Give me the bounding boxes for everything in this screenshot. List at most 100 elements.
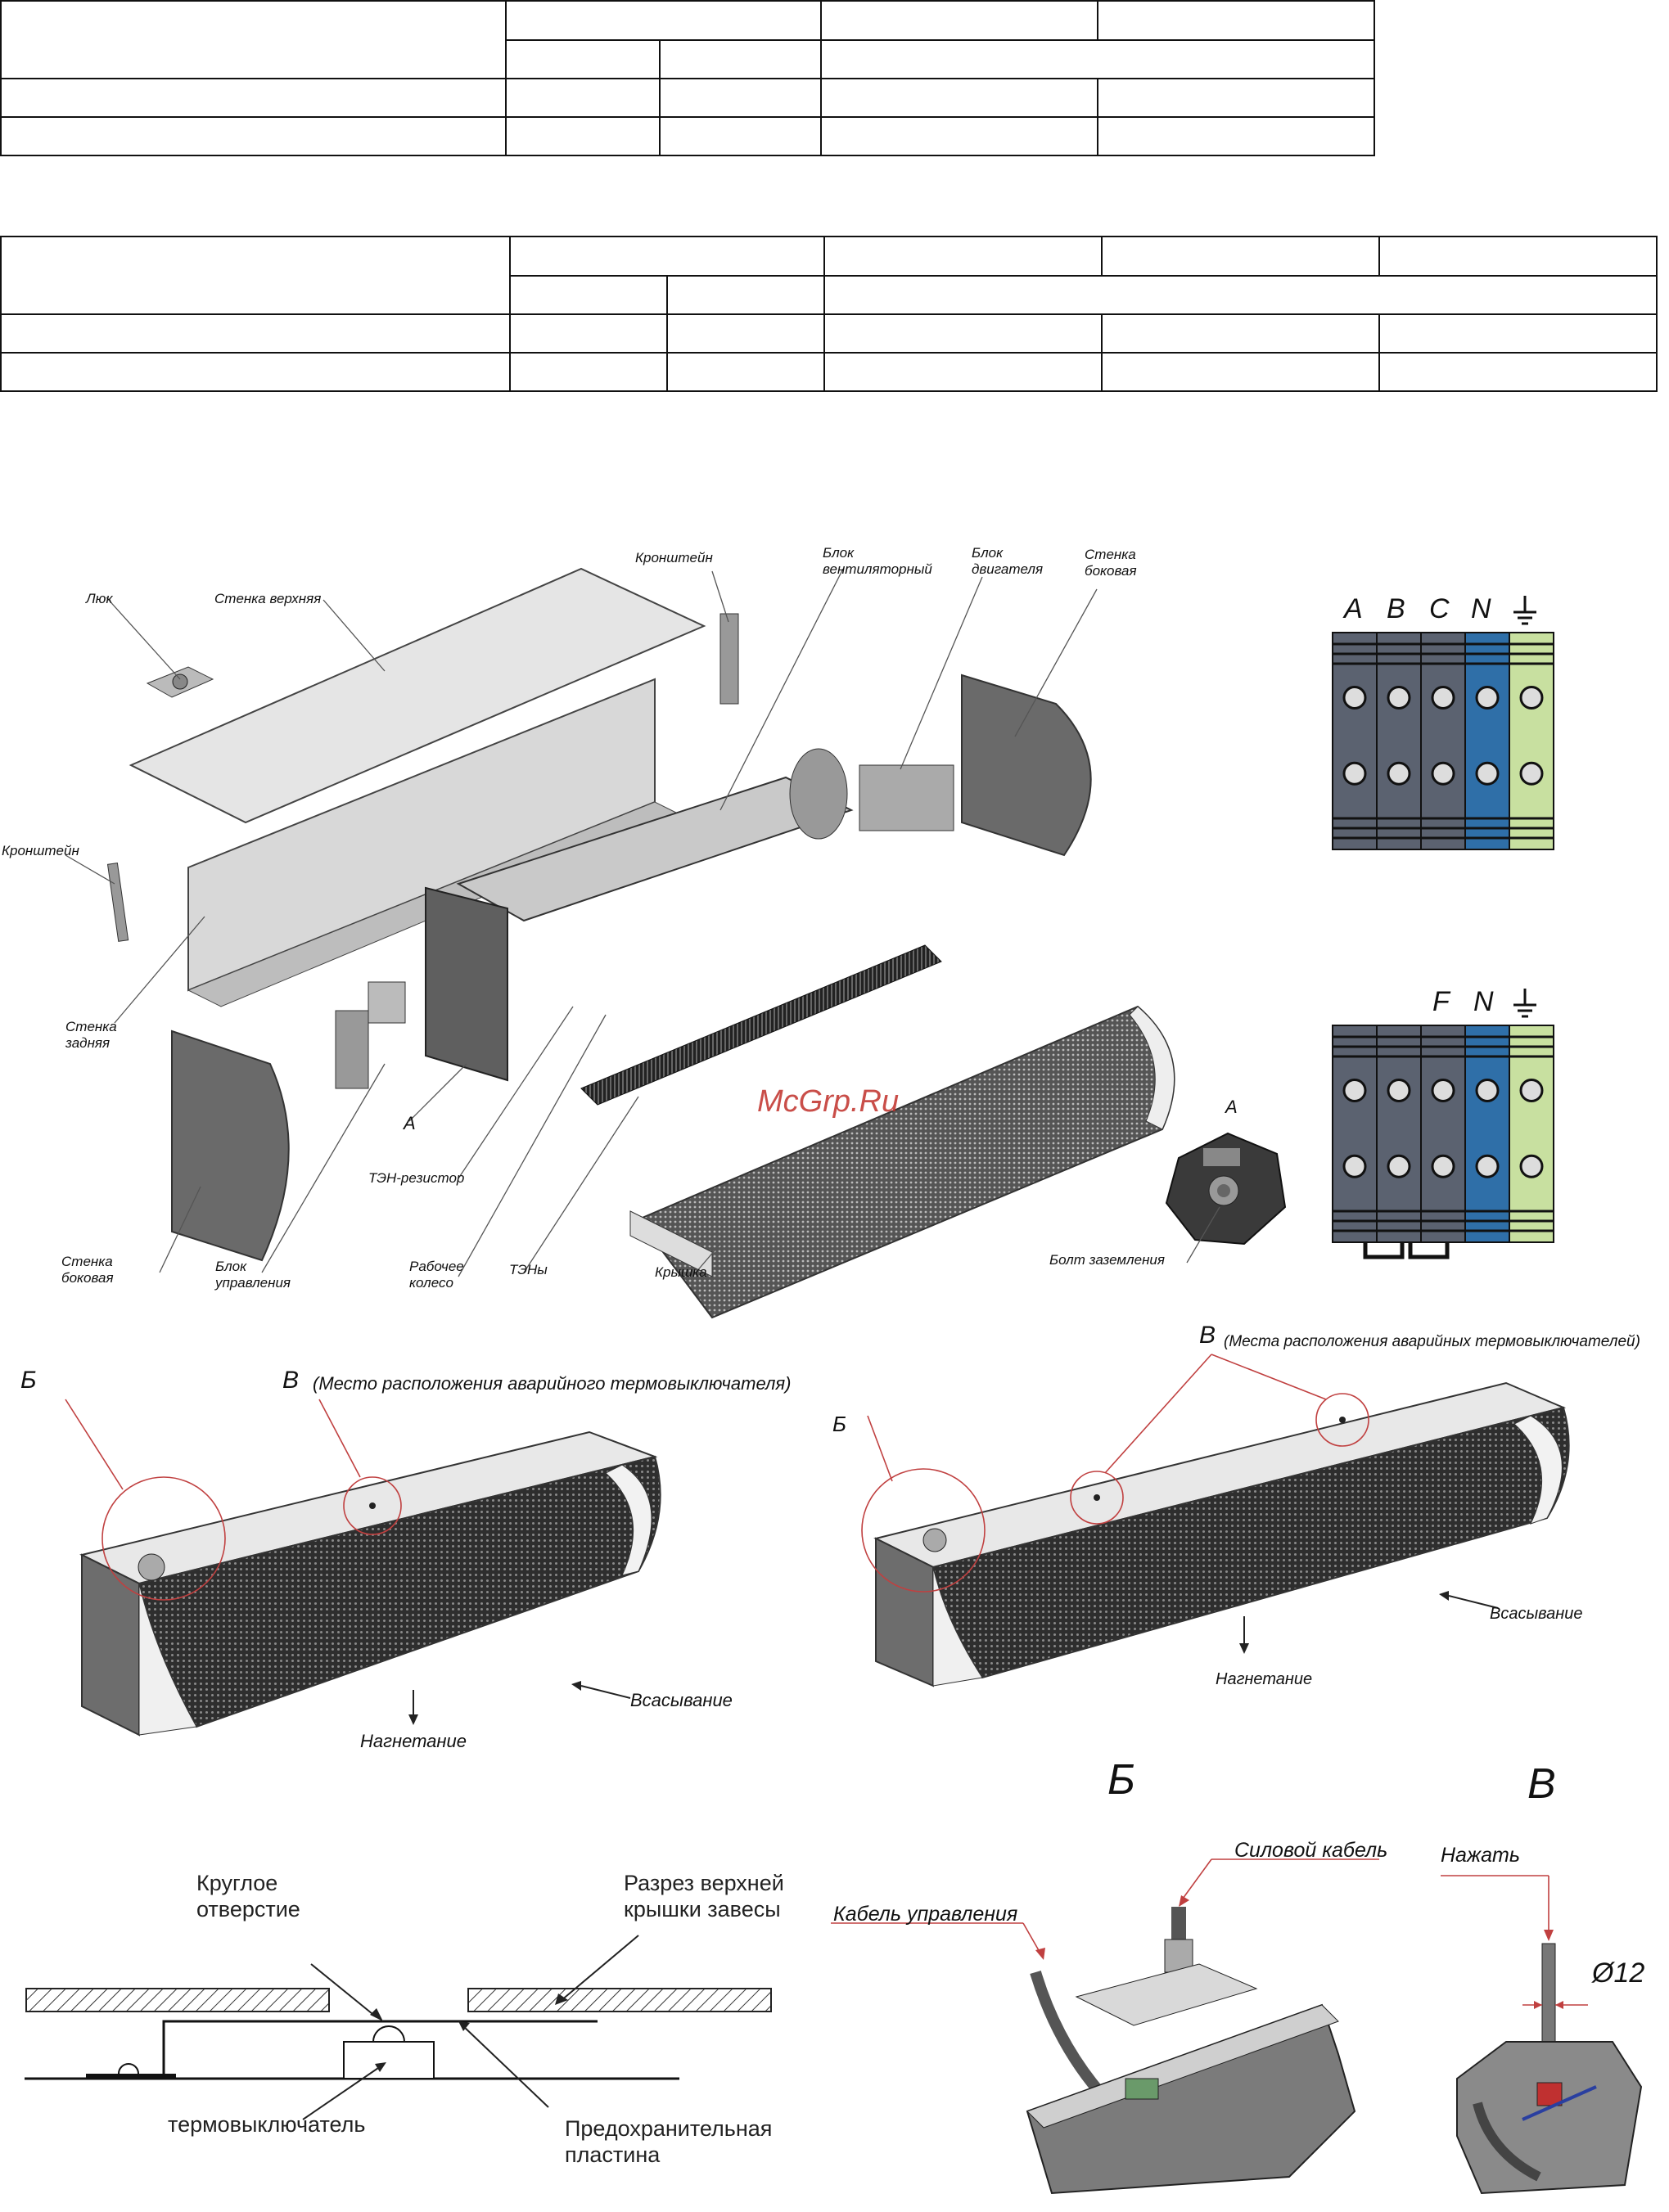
table2-cell	[666, 275, 825, 315]
curtain-right-drawing	[861, 1354, 1570, 1687]
label-ten-resistor: ТЭН-резистор	[368, 1170, 465, 1186]
label-cover: Крышка	[655, 1264, 707, 1280]
table2-cell	[509, 236, 825, 277]
terminal-screw	[1342, 761, 1367, 786]
terminal-1ph-label-f: F	[1432, 986, 1450, 1017]
terminal-1ph-label-n: N	[1473, 986, 1494, 1017]
curtain-right-intake: Всасывание	[1490, 1605, 1583, 1623]
label-wall-side-left-1: Стенка	[61, 1254, 113, 1269]
table2-cell	[823, 275, 1658, 315]
table1-cell	[658, 39, 823, 79]
terminal-column	[1464, 632, 1510, 850]
label-impeller-2: колесо	[409, 1275, 453, 1291]
terminal-screw	[1387, 1079, 1411, 1102]
detail-v-diameter: Ø12	[1592, 1957, 1645, 1989]
label-wall-side-left-2: боковая	[61, 1270, 114, 1286]
detail-v-title: В	[1527, 1760, 1556, 1808]
table1-cell	[504, 78, 661, 118]
label-tens: ТЭНы	[509, 1262, 548, 1277]
curtain-left-drawing	[65, 1399, 661, 1737]
terminal-screw	[1519, 1154, 1544, 1178]
spec-table-1	[0, 0, 1375, 156]
table2-cell	[1101, 313, 1380, 354]
label-detail-a: А	[404, 1113, 416, 1133]
table1-cell	[0, 0, 507, 79]
table1-cell	[504, 39, 661, 79]
terminal-column	[1332, 632, 1378, 850]
table2-cell	[509, 352, 668, 392]
terminal-column	[1420, 1025, 1466, 1243]
label-fan-block-1: Блок	[823, 545, 855, 561]
terminal-3ph-label-b: B	[1387, 593, 1405, 624]
section-cut-2: крышки завесы	[624, 1897, 781, 1921]
terminal-screw	[1342, 686, 1367, 710]
label-wall-side-right-2: боковая	[1085, 563, 1137, 579]
label-bracket-top: Кронштейн	[635, 550, 713, 565]
detail-b-drawing	[831, 1858, 1379, 2195]
section-plate-2: пластина	[565, 2142, 661, 2167]
terminal-screw	[1431, 1154, 1455, 1178]
terminal-block-3ph-drawing	[1332, 632, 1554, 850]
terminal-screw	[1342, 1154, 1367, 1178]
table2-cell	[1378, 313, 1658, 354]
terminal-jumper	[1363, 1242, 1405, 1259]
terminal-screw	[1431, 1079, 1455, 1102]
table1-cell	[820, 116, 1099, 156]
table2-cell	[823, 352, 1103, 392]
label-wall-back-1: Стенка	[65, 1019, 117, 1034]
table2-cell	[509, 275, 668, 315]
detail-b-power-cable: Силовой кабель	[1234, 1839, 1388, 1862]
table1-cell	[0, 116, 507, 156]
label-control-block-1: Блок	[215, 1259, 247, 1274]
curtain-left-v-label: В	[282, 1367, 300, 1394]
table2-cell	[1101, 236, 1380, 277]
terminal-3ph-label-c: C	[1429, 593, 1450, 624]
curtain-right-discharge: Нагнетание	[1216, 1670, 1313, 1688]
table1-cell	[820, 39, 1375, 79]
terminal-column	[1509, 1025, 1554, 1243]
terminal-screw	[1387, 686, 1411, 710]
terminal-screw	[1519, 1079, 1544, 1102]
terminal-screw	[1475, 1079, 1500, 1102]
terminal-column	[1376, 1025, 1422, 1243]
table2-cell	[509, 313, 668, 354]
terminal-3ph-label-a: A	[1344, 593, 1363, 624]
table2-cell	[823, 236, 1103, 277]
label-luk: Люк	[86, 591, 113, 606]
exploded-view-drawing	[65, 567, 1175, 1319]
label-wall-back-2: задняя	[65, 1035, 111, 1051]
table1-cell	[820, 0, 1099, 41]
label-impeller-1: Рабочее	[409, 1259, 464, 1274]
terminal-3ph-label-n: N	[1471, 593, 1491, 624]
detail-v-drawing	[1441, 1875, 1643, 2195]
terminal-screw	[1431, 686, 1455, 710]
label-motor-block-1: Блок	[972, 545, 1004, 561]
ground-symbol-icon	[1513, 596, 1536, 625]
label-wall-side-right-1: Стенка	[1085, 547, 1136, 562]
table2-cell	[823, 313, 1103, 354]
table1-cell	[658, 78, 823, 118]
section-thermo: термовыключатель	[168, 2112, 366, 2137]
label-wall-top: Стенка верхняя	[214, 591, 322, 606]
section-diagram	[25, 1935, 772, 2120]
curtain-left-b-label: Б	[20, 1367, 37, 1394]
table1-cell	[0, 78, 507, 118]
terminal-column	[1332, 1025, 1378, 1243]
terminal-screw	[1519, 761, 1544, 786]
curtain-right-v-label: В	[1199, 1322, 1216, 1349]
detail-a-ground-bolt-drawing	[1165, 1132, 1287, 1264]
table1-cell	[504, 116, 661, 156]
terminal-screw	[1431, 761, 1455, 786]
label-detail-a-zoom: А	[1225, 1097, 1238, 1117]
table1-cell	[820, 78, 1099, 118]
label-ground-bolt: Болт заземления	[1049, 1252, 1165, 1268]
ground-symbol-icon	[1513, 989, 1536, 1018]
table2-cell	[666, 313, 825, 354]
table1-cell	[1097, 78, 1375, 118]
terminal-screw	[1475, 1154, 1500, 1178]
table2-cell	[1378, 352, 1658, 392]
terminal-column	[1376, 632, 1422, 850]
terminal-column	[1509, 632, 1554, 850]
terminal-column	[1420, 632, 1466, 850]
curtain-right-b-label: Б	[832, 1412, 846, 1436]
